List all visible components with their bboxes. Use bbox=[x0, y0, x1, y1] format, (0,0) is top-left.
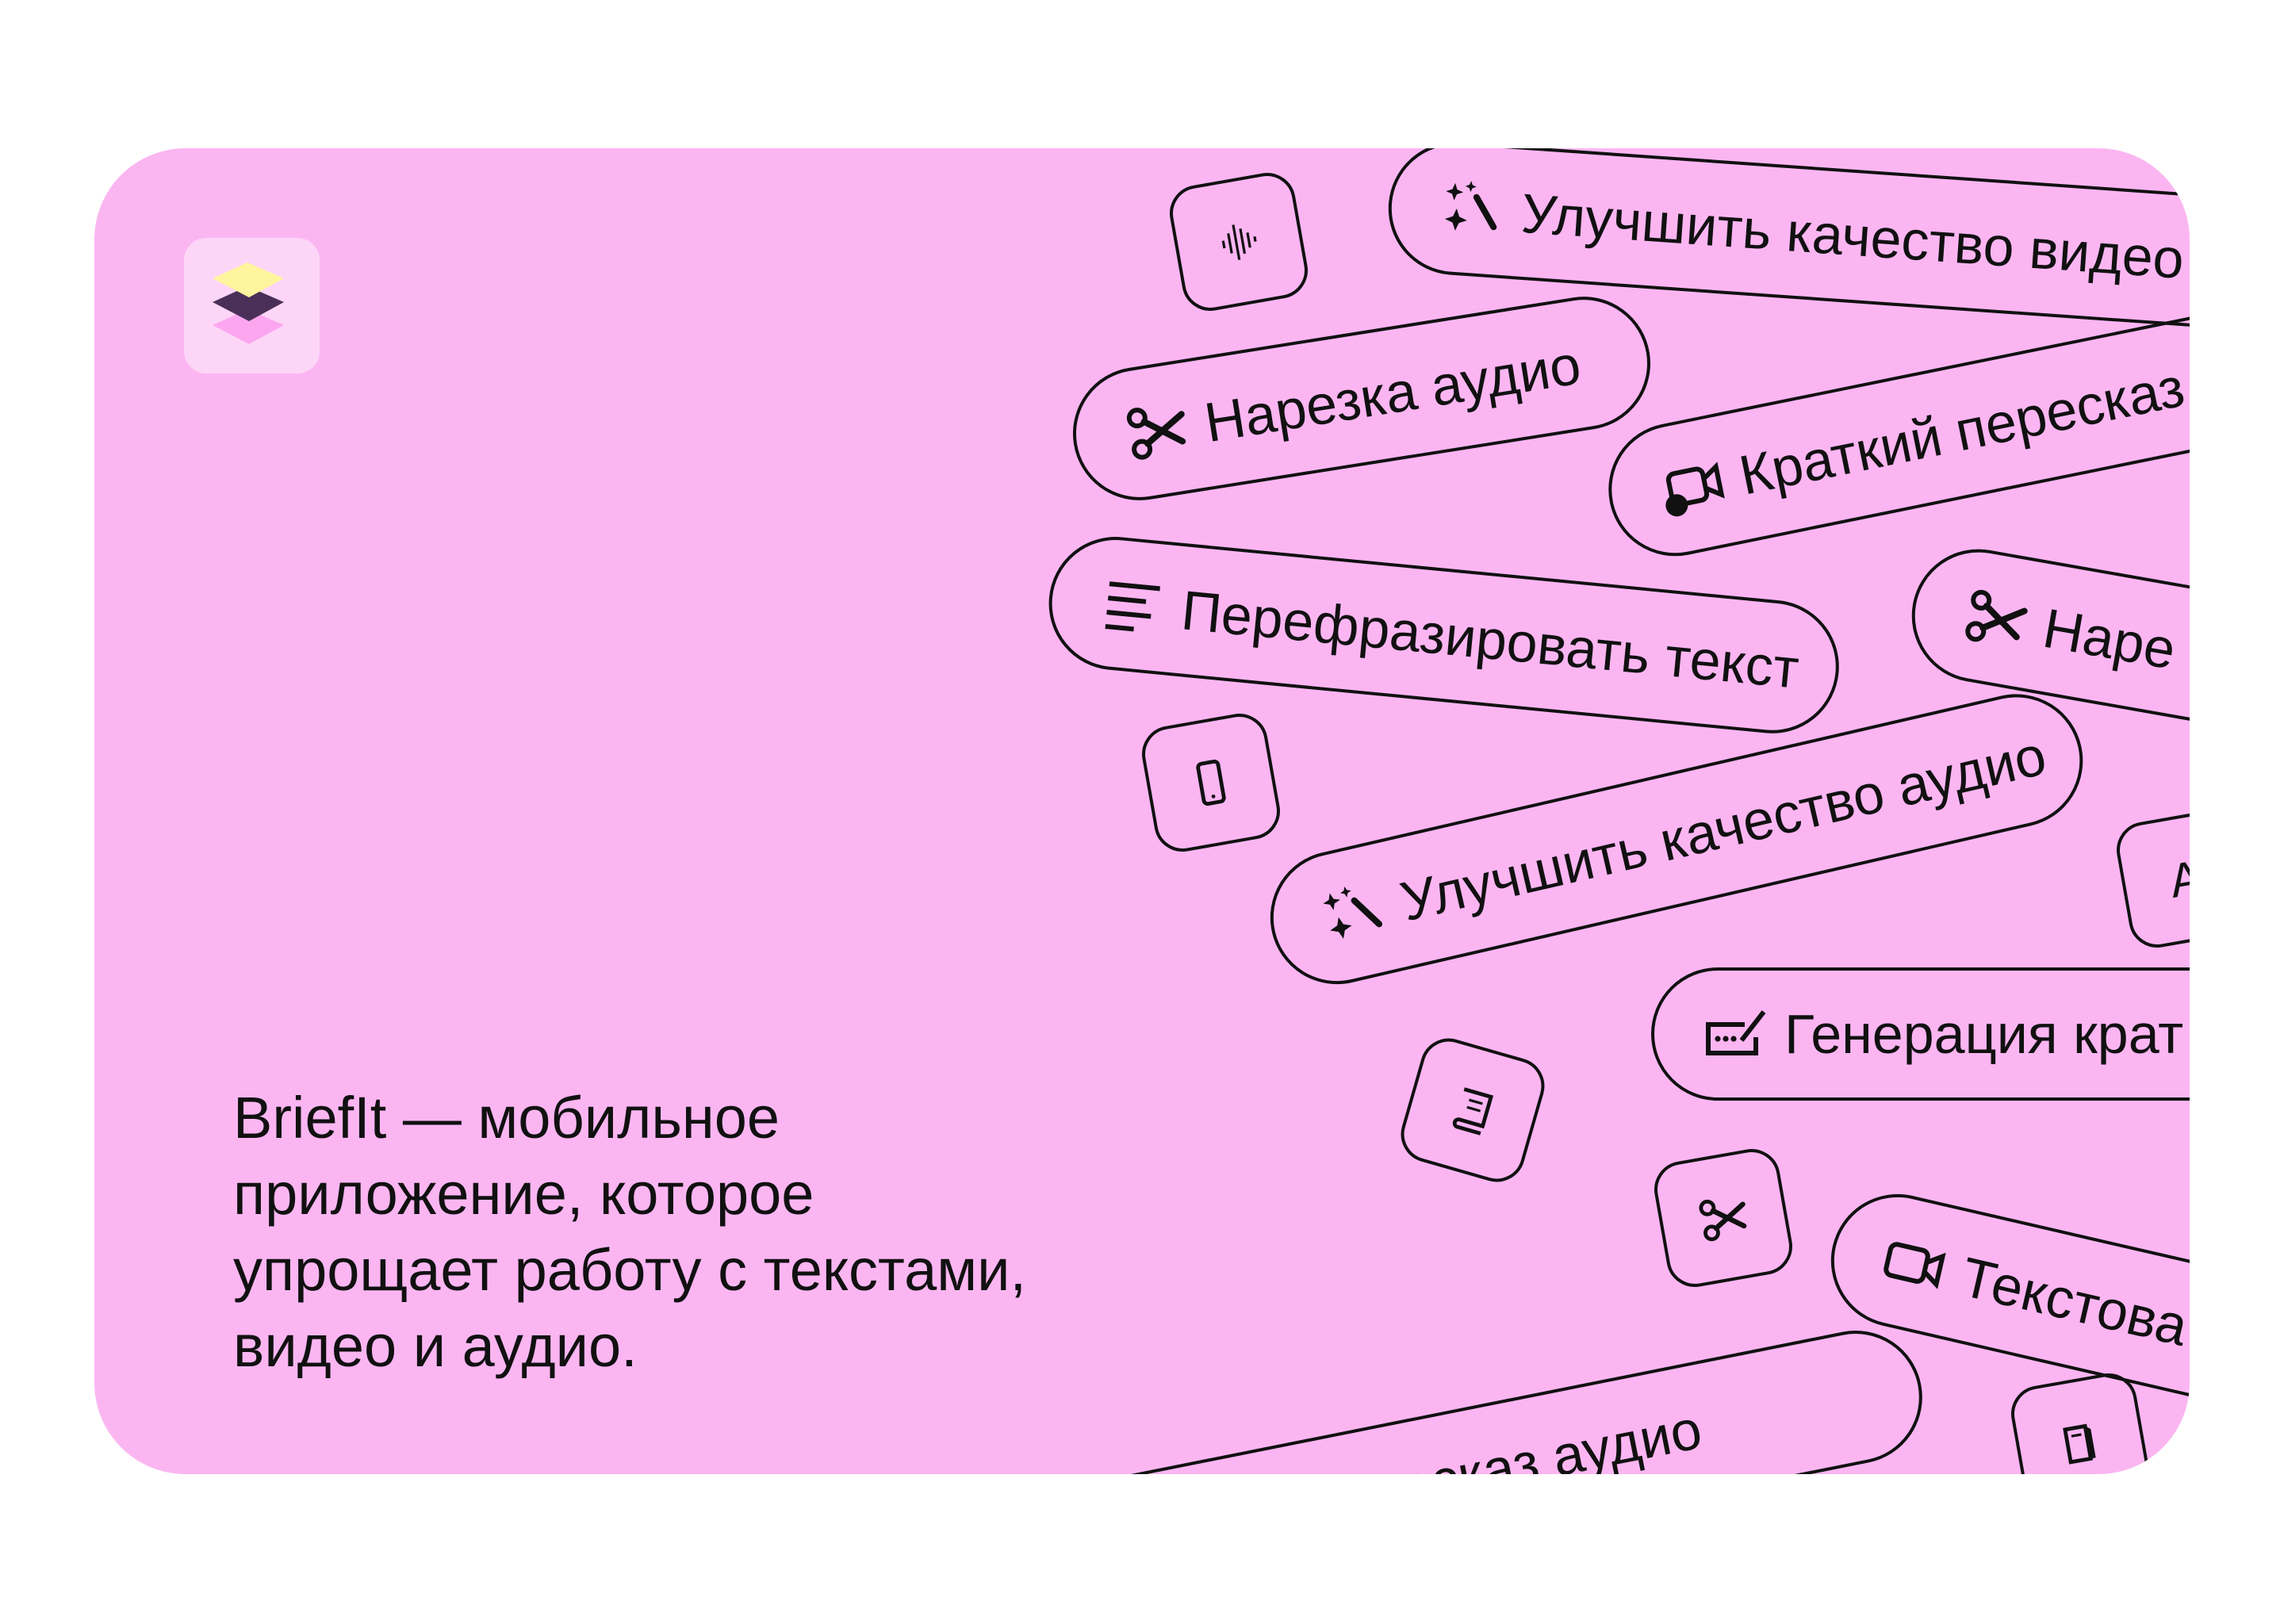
waveform-tile bbox=[1165, 168, 1313, 316]
feature-pill-cut-audio: Нарезка аудио bbox=[1063, 287, 1661, 510]
text-lines-icon bbox=[1105, 581, 1160, 632]
feature-label: Генерация крат bbox=[1784, 1003, 2184, 1065]
feature-label: Краткий пересказ аудио bbox=[1089, 1397, 1707, 1474]
scissors-tile bbox=[1650, 1144, 1797, 1292]
magic-wand-icon bbox=[1323, 886, 1383, 939]
keyboard-pen-icon bbox=[1706, 1010, 1766, 1055]
letter-tile: A bbox=[2112, 805, 2190, 952]
phone-tile bbox=[1137, 709, 1285, 856]
document-icon bbox=[2063, 1423, 2096, 1465]
feature-label: Улучшить качество видео bbox=[1519, 182, 2186, 291]
magic-wand-icon bbox=[1444, 181, 1497, 231]
feature-label: Нарезка аудио bbox=[1200, 333, 1585, 454]
phone-icon bbox=[1196, 759, 1226, 806]
feature-pill-cut: Наре bbox=[1901, 538, 2190, 772]
video-chat-icon bbox=[1665, 462, 1725, 517]
app-logo bbox=[184, 238, 320, 373]
description-line: упрощает работу с текстами, bbox=[233, 1237, 1027, 1303]
waveform-icon bbox=[1221, 224, 1257, 260]
description-line: приложение, которое bbox=[233, 1161, 814, 1227]
feature-label: Перефразировать текст bbox=[1178, 579, 1802, 700]
feature-pill-generate: Генерация крат bbox=[1651, 967, 2190, 1101]
book-icon bbox=[1452, 1087, 1494, 1136]
scissors-icon bbox=[1126, 408, 1186, 460]
app-description: BriefIt — мобильное приложение, которое … bbox=[233, 1080, 1343, 1385]
letter-icon: A bbox=[2165, 849, 2190, 908]
feature-label: Краткий пересказ bbox=[1734, 355, 2190, 507]
book-tile bbox=[1394, 1032, 1551, 1189]
feature-label: Текстова bbox=[1955, 1245, 2190, 1358]
feature-label: Наре bbox=[2038, 596, 2181, 681]
feature-pill-paraphrase: Перефразировать текст bbox=[1042, 530, 1845, 740]
description-line: видео и аудио. bbox=[233, 1313, 638, 1379]
video-camera-icon bbox=[1884, 1242, 1946, 1289]
feature-label: Улучшить качество аудио bbox=[1394, 724, 2052, 933]
stacked-layers-logo-icon bbox=[213, 262, 284, 344]
feature-pill-summary: Краткий пересказ bbox=[1596, 263, 2190, 569]
feature-pill-enhance-video: Улучшить качество видео bbox=[1384, 148, 2190, 331]
document-tile bbox=[2006, 1369, 2154, 1474]
scissors-icon bbox=[1965, 589, 2028, 642]
feature-pill-enhance-audio: Улучшить качество аудио bbox=[1257, 680, 2097, 998]
promo-card: BriefIt — мобильное приложение, которое … bbox=[94, 148, 2190, 1474]
description-line: BriefIt — мобильное bbox=[233, 1085, 780, 1151]
scissors-icon bbox=[1699, 1199, 1747, 1242]
feature-pill-text-video: Текстова bbox=[1818, 1181, 2190, 1443]
